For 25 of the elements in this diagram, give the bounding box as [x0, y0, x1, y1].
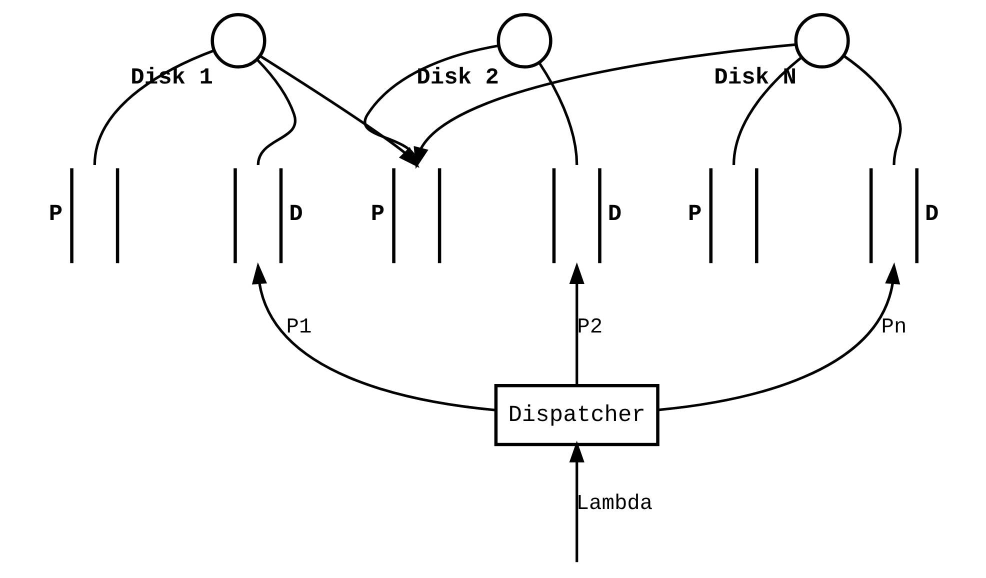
- node-label: Disk 2: [416, 64, 499, 91]
- arrow: [251, 262, 496, 412]
- node-text: P: [48, 201, 62, 228]
- arrow: [568, 262, 584, 386]
- connector: [732, 56, 802, 166]
- connector: [256, 58, 296, 166]
- connector: [92, 49, 214, 166]
- connector: [538, 62, 578, 166]
- node-box: Dispatcher: [494, 384, 659, 446]
- node-circle: [210, 12, 266, 69]
- edge-label: Pn: [880, 315, 906, 340]
- edge-label: P2: [576, 315, 602, 340]
- node-circle: [794, 12, 850, 69]
- connector: [842, 54, 902, 166]
- arrow: [413, 43, 796, 169]
- node-circle: [496, 12, 552, 69]
- arrow: [568, 440, 584, 562]
- node-text: P: [688, 201, 702, 228]
- node-text: D: [924, 201, 938, 228]
- node-text: P: [370, 201, 384, 228]
- edge-label: P1: [286, 315, 312, 340]
- edge-label: Lambda: [576, 492, 652, 516]
- node-text: D: [288, 201, 302, 228]
- arrow: [657, 262, 900, 412]
- node-text: D: [607, 201, 622, 228]
